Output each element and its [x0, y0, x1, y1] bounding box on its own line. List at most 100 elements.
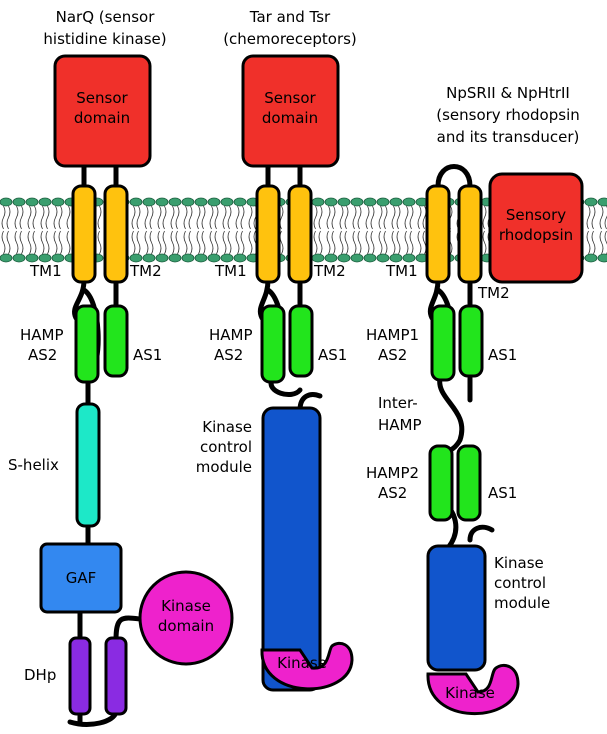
narq-s-helix: [75, 402, 101, 528]
lipid-tail: [214, 205, 219, 230]
npsrii-tm2-helix: [457, 184, 483, 284]
lipid-head: [389, 253, 403, 263]
lipid-head: [51, 197, 65, 207]
lipid-tail: [45, 230, 50, 255]
lipid-tail: [235, 205, 240, 230]
tar-tm1-label: TM1: [214, 262, 247, 280]
lipid-tail: [344, 205, 349, 230]
lipid-head: [402, 253, 416, 263]
lipid-tail: [318, 230, 323, 255]
narq-hamp-label-1: HAMP: [20, 326, 64, 344]
lipid-tail: [357, 230, 362, 255]
lipid-tail: [58, 230, 63, 255]
npsrii-hamp1-as1: [458, 304, 484, 378]
tar-kinase-label: Kinase: [277, 654, 327, 672]
npsrii-column: Sensory rhodopsin Kinase NpSRII & NpHtrI…: [366, 84, 584, 715]
lipid-tail: [404, 230, 409, 255]
lipid-head: [584, 197, 598, 207]
npsrii-hamp2-label-1: HAMP2: [366, 464, 419, 482]
lipid-tail: [188, 230, 193, 255]
lipid-tail: [27, 205, 32, 230]
tar-kcm-label-2: control: [200, 438, 252, 456]
lipid-tail: [383, 205, 388, 230]
npsrii-as1b-label: AS1: [488, 484, 517, 502]
npsrii-tm1-helix: [425, 184, 451, 284]
lipid-head: [0, 197, 13, 207]
lipid-tail: [144, 205, 149, 230]
narq-gaf-domain: [39, 542, 123, 614]
lipid-head: [376, 253, 390, 263]
npsrii-title-3: and its transducer): [437, 128, 580, 146]
npsrii-kinase-domain: [426, 663, 520, 715]
npsrii-tm1-label: TM1: [385, 262, 418, 280]
lipid-tail: [66, 230, 71, 255]
narq-gaf-label: GAF: [66, 569, 97, 587]
narq-sensor-label-1: Sensor: [76, 89, 128, 107]
narq-hamp-as2: [74, 304, 100, 384]
narq-title-2: histidine kinase): [43, 30, 166, 48]
lipid-tail: [53, 205, 58, 230]
lipid-head: [363, 197, 377, 207]
narq-hamp-as1: [103, 304, 129, 378]
tar-as1-label: AS1: [318, 346, 347, 364]
lipid-tail: [313, 205, 318, 230]
lipid-tail: [378, 230, 383, 255]
lipid-head: [12, 197, 26, 207]
tar-kinase-domain: [260, 641, 354, 691]
tar-tm1-helix: [255, 184, 281, 284]
lipid-tail: [131, 230, 136, 255]
lipid-head: [233, 253, 247, 263]
narq-tm1-helix: [71, 184, 97, 284]
tar-hamp-as2: [260, 304, 286, 384]
lipid-head: [25, 253, 39, 263]
lipid-tail: [66, 205, 71, 230]
lipid-tail: [378, 205, 383, 230]
lipid-tail: [591, 230, 596, 255]
lipid-tail: [201, 205, 206, 230]
npsrii-hamp1-as2: [430, 304, 456, 382]
lipid-tail: [27, 230, 32, 255]
lipid-tail: [409, 205, 414, 230]
narq-hamp-label-2: AS2: [28, 346, 57, 364]
lipid-head: [389, 197, 403, 207]
npsrii-as1a-label: AS1: [488, 346, 517, 364]
lipid-tail: [365, 230, 370, 255]
lipid-head: [155, 253, 169, 263]
lipid-tail: [409, 230, 414, 255]
lipid-head: [597, 197, 607, 207]
lipid-tail: [391, 205, 396, 230]
npsrii-hamp1-label-1: HAMP1: [366, 326, 419, 344]
lipid-head: [350, 253, 364, 263]
tar-sensor-label-2: domain: [262, 109, 318, 127]
lipid-tail: [32, 205, 37, 230]
lipid-tail: [370, 230, 375, 255]
narq-dhp-label: DHp: [24, 666, 56, 684]
lipid-tail: [19, 230, 24, 255]
lipid-tail: [339, 205, 344, 230]
lipid-tail: [58, 205, 63, 230]
npsrii-kcm-label-1: Kinase: [494, 554, 544, 572]
lipid-tail: [170, 205, 175, 230]
lipid-tail: [313, 230, 318, 255]
lipid-tail: [591, 205, 596, 230]
lipid-tail: [14, 205, 19, 230]
lipid-head: [142, 253, 156, 263]
lipid-tail: [396, 230, 401, 255]
lipid-head: [337, 197, 351, 207]
lipid-tail: [40, 230, 45, 255]
lipid-head: [207, 197, 221, 207]
narq-tm1-label: TM1: [29, 262, 62, 280]
tar-sensor-domain: [241, 54, 340, 168]
lipid-tail: [149, 230, 154, 255]
lipid-tail: [417, 205, 422, 230]
lipid-tail: [196, 230, 201, 255]
lipid-head: [168, 197, 182, 207]
lipid-tail: [183, 230, 188, 255]
lipid-tail: [19, 205, 24, 230]
narq-dhp-helix-1: [68, 636, 92, 716]
npsrii-hamp2-as1: [456, 444, 482, 522]
lipid-tail: [365, 205, 370, 230]
lipid-tail: [175, 205, 180, 230]
lipid-head: [142, 197, 156, 207]
lipid-tail: [331, 230, 336, 255]
